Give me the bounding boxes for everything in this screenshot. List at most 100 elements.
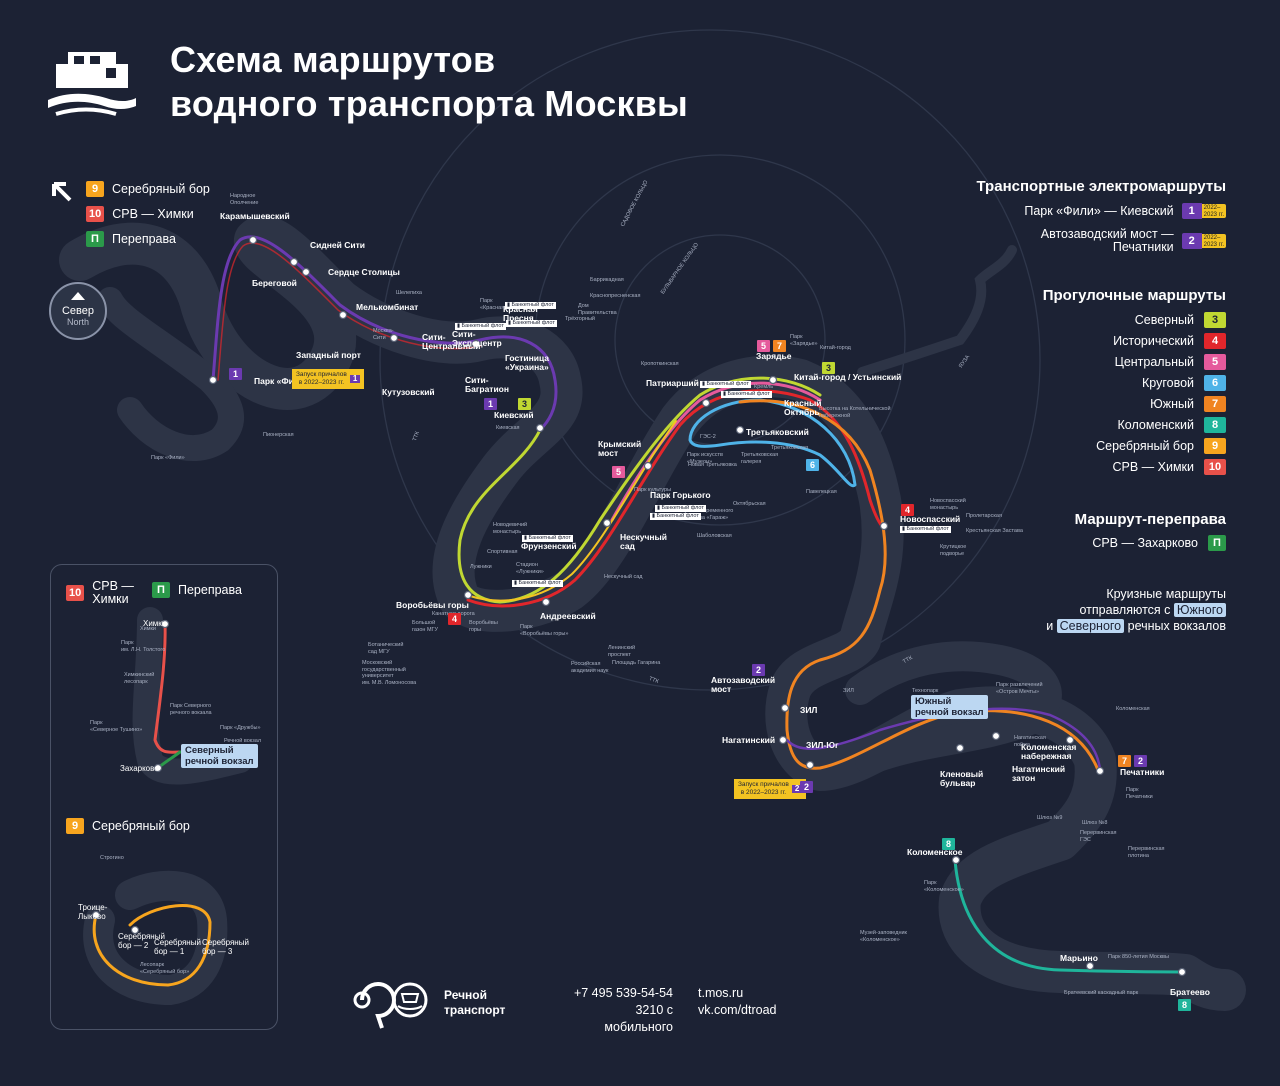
metro-station-label: Технопарк [912,688,939,694]
pier-label[interactable]: Сити- Экспоцентр [452,329,502,348]
south-vokzal-tag[interactable]: Южного [1173,603,1226,617]
pier-label[interactable]: Фрунзенский [521,541,577,551]
pier-label-sb-1[interactable]: Серебряный бор — 1 [154,938,201,956]
route-badge-4: 4 [1204,333,1226,349]
pier-label[interactable]: Береговой [252,278,297,288]
title-line-2: водного транспорта Москвы [170,83,688,124]
route-badge-2[interactable]: 2 [752,664,765,676]
north-vokzal-tag[interactable]: Северного [1056,619,1125,633]
route-badge-4[interactable]: 4 [448,613,461,625]
place-label: Москва- Сити [373,328,394,341]
route-1-electro [211,235,558,432]
route-badge-7[interactable]: 7 [773,340,786,352]
legend-label: Переправа [112,232,176,246]
footer-phone-mobile[interactable]: 3210 с мобильного [604,1003,673,1034]
route-badge-5[interactable]: 5 [612,466,625,478]
pier-label[interactable]: Коломенская набережная [1021,742,1077,761]
pier-label[interactable]: Парк Горького [650,490,711,500]
pier-label-sb-2[interactable]: Серебряный бор — 2 [118,932,165,950]
pier-label[interactable]: ЗИЛ-Юг [806,740,839,750]
inset-panel [50,564,278,1030]
legend-ferry[interactable]: СРВ — Захарково П [1092,535,1226,551]
pier-dot [535,423,545,433]
pier-label[interactable]: Зарядье [756,351,792,361]
pier-label-sb-3[interactable]: Серебряный бор — 3 [202,938,249,956]
pier-label[interactable]: Новоспасский [900,514,961,524]
route-badge-3[interactable]: 3 [822,362,835,374]
route-badge-8[interactable]: 8 [942,838,955,850]
footer-vk-link[interactable]: vk.com/dtroad [698,1003,777,1017]
metro-station-label: Пионерская [263,432,294,438]
pier-label[interactable]: Автозаводский мост [711,675,776,694]
route-badge-6: 6 [1204,375,1226,391]
route-badge-2[interactable]: 2 [800,781,813,793]
pier-label[interactable]: Красная Пресня [503,304,538,323]
south-vokzal-label[interactable]: Южный речной вокзал [911,695,988,719]
pier-label[interactable]: Андреевский [540,611,596,621]
route-badge-2[interactable]: 2 [1134,755,1147,767]
pier-label[interactable]: Марьино [1060,953,1098,963]
route-badge-1[interactable]: 1 [484,398,497,410]
pier-label[interactable]: Кленовый бульвар [940,769,984,788]
callout-badge: 2 [791,785,803,793]
route-badge-8[interactable]: 8 [1178,999,1191,1011]
pier-dot [471,339,481,349]
footer-phone[interactable]: +7 495 539-54-54 [573,986,673,1000]
pier-label[interactable]: Сити- Центральный [422,332,481,351]
pier-label[interactable]: Братеево [1170,987,1210,997]
pier-label[interactable]: Мелькомбинат [356,302,419,312]
place-label: Парк Печатники [1126,787,1153,800]
pier-label[interactable]: Кутузовский [382,387,435,397]
pier-label[interactable]: Красный Октябрь [784,398,822,417]
footer-site-link[interactable]: t.mos.ru [698,986,744,1000]
metro-station-label: Воробьёвы горы [469,620,498,633]
pier-dot [463,590,473,600]
pier-label[interactable]: Коломенское [907,847,963,857]
legend-label-multiline: Автозаводский мост —Печатники [1041,228,1174,254]
pier-label[interactable]: Киевский [494,410,534,420]
pier-label-khimki[interactable]: Химки [143,619,167,628]
pier-label[interactable]: Третьяковский [746,427,809,437]
pier-label[interactable]: Нагатинский затон [1012,764,1066,783]
pier-label[interactable]: Печатники [1120,767,1165,777]
route-badge-7[interactable]: 7 [1118,755,1131,767]
footer-logos [353,982,428,1029]
north-vokzal-label[interactable]: Северный речной вокзал [181,744,258,768]
pier-label-zakharkovo[interactable]: Захарково [120,764,159,773]
place-label: Ботанический сад МГУ [368,642,404,655]
pier-label[interactable]: Сердце Столицы [328,267,400,277]
footer-phones: +7 495 539-54-54 3210 с мобильного [568,985,673,1036]
route-badge-6[interactable]: 6 [806,459,819,471]
pier-label[interactable]: Нагатинский [722,735,776,745]
pier-label[interactable]: Западный порт [296,350,361,360]
route-badge-3[interactable]: 3 [518,398,531,410]
pier-label[interactable]: Сидней Сити [310,240,365,250]
metro-station-label: Китай-город [820,345,851,351]
pier-label[interactable]: Китай-город / Устьинский [794,372,902,382]
pier-label[interactable]: Патриарший [646,378,699,388]
pier-label[interactable]: Крымский мост [598,439,642,458]
route-badge-5[interactable]: 5 [757,340,770,352]
pier-label[interactable]: Нескучный сад [620,532,668,551]
pier-label-troitse-lykovo[interactable]: Троице- Лыково [78,903,108,921]
pier-label[interactable]: Гостиница «Украина» [505,353,550,372]
pier-label[interactable]: Сити- Багратион [465,375,510,394]
pier-label[interactable]: Карамышевский [220,211,290,221]
pier-label[interactable]: Воробьёвы горы [396,600,469,610]
route-badge-4[interactable]: 4 [901,504,914,516]
route-badge-1[interactable]: 1 [229,368,242,380]
pier-label[interactable]: ЗИЛ [800,705,818,715]
